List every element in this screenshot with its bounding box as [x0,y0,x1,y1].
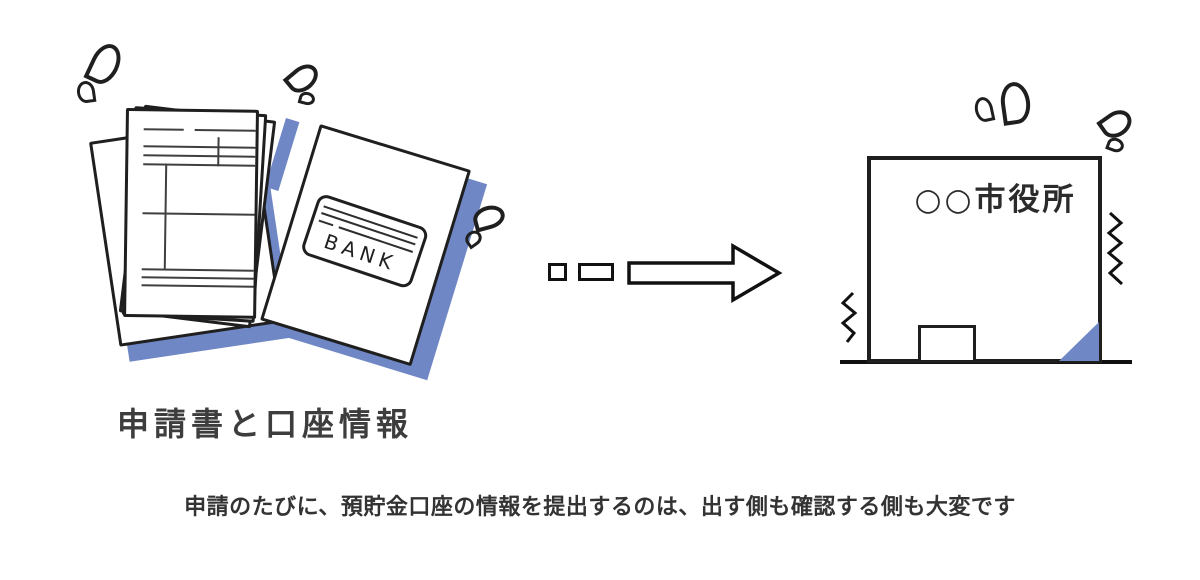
arrow-icon [627,242,783,304]
building-door [918,325,976,363]
form-line [143,154,256,158]
city-hall-building [867,156,1102,363]
caption-text: 申請のたびに、預貯金口座の情報を提出するのは、出す側も確認する側も大変です [184,495,1016,520]
sweat-mark-icon [998,80,1033,126]
form-line-vertical [163,163,168,269]
building-label: ○○市役所 [914,182,1077,218]
form-line-vertical [217,137,220,167]
card-stripe-line [318,219,334,227]
sweat-mark-icon [75,79,97,105]
form-line [141,268,254,272]
form-line [141,284,254,288]
application-form [123,108,259,319]
form-line [143,163,256,167]
form-line [141,276,254,280]
bank-card: BANK [299,192,430,290]
motion-square-small [548,263,567,281]
form-line [143,145,256,149]
documents-label: 申請書と口座情報 [117,405,414,443]
form-line [142,212,255,216]
motion-square-medium [578,263,614,281]
zigzag-icon-right [1106,211,1124,286]
form-line [194,128,256,132]
sweat-mark-icon [972,95,996,124]
sweat-mark-icon [1105,135,1126,155]
zigzag-icon-left [840,291,858,343]
sweat-mark-icon [297,90,317,107]
form-line [143,128,184,131]
